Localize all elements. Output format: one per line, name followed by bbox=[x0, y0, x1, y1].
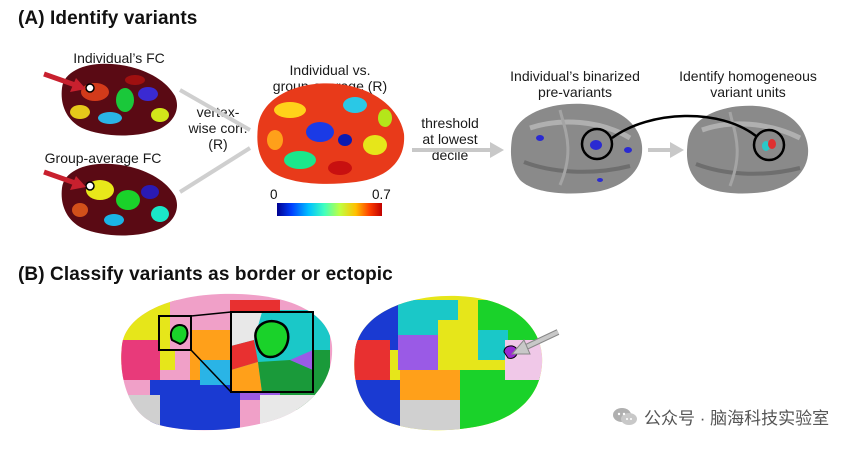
merge-lines bbox=[178, 88, 252, 194]
group-fc-label: Group-average FC bbox=[44, 150, 162, 166]
units-arrow bbox=[648, 142, 684, 158]
watermark-text: 公众号 · 脑海科技实验室 bbox=[644, 409, 830, 428]
binarized-line-1: Individual’s binarized bbox=[510, 68, 640, 84]
watermark: 公众号 · 脑海科技实验室 bbox=[612, 404, 829, 429]
units-line-2: variant units bbox=[710, 84, 786, 100]
units-label: Identify homogeneous variant units bbox=[668, 68, 828, 100]
colorbar bbox=[277, 203, 382, 216]
colorbar-min-label: 0 bbox=[270, 187, 278, 202]
connector-arc bbox=[611, 114, 757, 140]
units-line-1: Identify homogeneous bbox=[679, 68, 817, 84]
red-arrow-individual bbox=[43, 71, 86, 92]
corr-label-line-3: (R) bbox=[208, 136, 228, 152]
threshold-arrow bbox=[412, 142, 504, 158]
highlight-circle-left bbox=[580, 127, 614, 161]
individual-fc-brain bbox=[61, 63, 178, 136]
binarized-brain bbox=[510, 103, 643, 194]
group-fc-brain bbox=[61, 163, 178, 236]
red-arrow-group bbox=[43, 169, 86, 190]
corr-label-line-2: wise corr. bbox=[188, 120, 248, 136]
ectopic-pointer-arrow bbox=[510, 329, 560, 355]
wechat-icon bbox=[612, 406, 638, 428]
binarized-label: Individual’s binarized pre-variants bbox=[495, 68, 655, 100]
panel-b-title: (B) Classify variants as border or ectop… bbox=[18, 264, 393, 285]
threshold-line-2: at lowest bbox=[422, 131, 478, 147]
colorbar-max-label: 0.7 bbox=[372, 187, 391, 202]
highlight-circle-right bbox=[752, 128, 786, 162]
individual-fc-label: Individual’s FC bbox=[73, 50, 165, 66]
units-brain bbox=[686, 105, 809, 194]
parcellation-brain-medial bbox=[354, 295, 543, 431]
map-label-line-1: Individual vs. bbox=[289, 62, 371, 78]
zoom-source-box bbox=[158, 315, 192, 351]
zoom-inset bbox=[230, 311, 314, 393]
threshold-line-1: threshold bbox=[421, 115, 479, 131]
binarized-line-2: pre-variants bbox=[538, 84, 612, 100]
panel-a-title: (A) Identify variants bbox=[18, 8, 198, 29]
correlation-map-brain bbox=[257, 83, 405, 184]
